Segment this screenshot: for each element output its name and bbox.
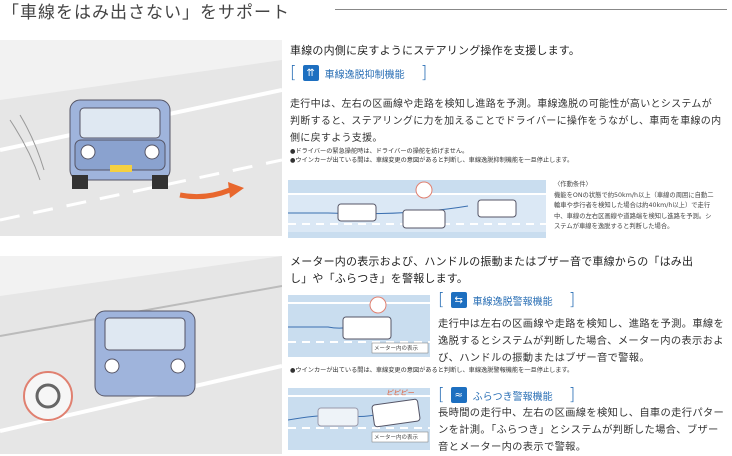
lane-departure-diagram: メーター内の表示: [288, 295, 430, 357]
buzzer-sound-label: ピピピー: [386, 389, 414, 397]
meter-display-label: メーター内の表示: [374, 435, 419, 441]
title-divider: [335, 9, 727, 10]
note: ●ドライバーの緊急操舵時は、ドライバーの操舵を妨げません。: [290, 148, 469, 155]
page-title: 「車線をはみ出さない」をサポート: [2, 3, 290, 23]
section1-body: 走行中は、左右の区画線や走路を検知し進路を予測。車線逸脱の可能性が高いとシステム…: [290, 99, 722, 144]
note: ●ウインカーが出ている間は、車線変更の意図があると判断し、車線逸脱警報機能を一旦…: [290, 367, 574, 374]
lane-warning-illustration: [0, 256, 282, 454]
feature-label: 車線逸脱抑制機能: [324, 69, 405, 81]
meter-display-label: メーター内の表示: [374, 346, 419, 352]
sway-warning-icon: ≈: [450, 387, 467, 403]
lane-keep-diagram: [288, 180, 546, 238]
conditions-text: 機能をONの状態で約50km/h以上（車線の周囲に自動二輪車や歩行者を検知した場…: [554, 191, 714, 231]
note: ●ウインカーが出ている間は、車線変更の意図があると判断し、車線逸脱抑制機能を一旦…: [290, 157, 574, 164]
feature-heading-lane-departure: [⇆ 車線逸脱警報機能]: [438, 290, 576, 310]
section2-lead: メーター内の表示および、ハンドルの振動またはブザー音で車線からの「はみ出し」や「…: [290, 255, 694, 285]
feature-label: 車線逸脱警報機能: [472, 296, 553, 308]
feature-heading-lane-keep: [⇈ 車線逸脱抑制機能]: [290, 63, 428, 83]
lane-departure-body: 走行中は左右の区画線や走路を検知し、進路を予測。車線を逸脱するとシステムが判断し…: [438, 318, 725, 364]
operating-conditions: 〈作動条件〉 機能をONの状態で約50km/h以上（車線の周囲に自動二輪車や歩行…: [554, 180, 714, 233]
feature-label: ふらつき警報機能: [472, 391, 553, 403]
feature-heading-sway-warning: [≈ ふらつき警報機能]: [438, 385, 576, 405]
direction-arrow: [179, 187, 231, 200]
sway-warning-body: 長時間の走行中、左右の区画線を検知し、自車の走行パターンを計測。「ふらつき」とシ…: [438, 407, 725, 453]
section1-lead: 車線の内側に戻すようにステアリング操作を支援します。: [290, 44, 581, 57]
sway-diagram: メーター内の表示 ピピピー: [288, 388, 430, 450]
car-illustration: [69, 99, 171, 189]
lane-keep-illustration: [0, 40, 282, 236]
lane-departure-warning-icon: ⇆: [450, 292, 467, 308]
steering-vibration-icon: [23, 371, 73, 421]
conditions-title: 〈作動条件〉: [554, 181, 592, 188]
lane-keep-assist-icon: ⇈: [302, 65, 319, 81]
